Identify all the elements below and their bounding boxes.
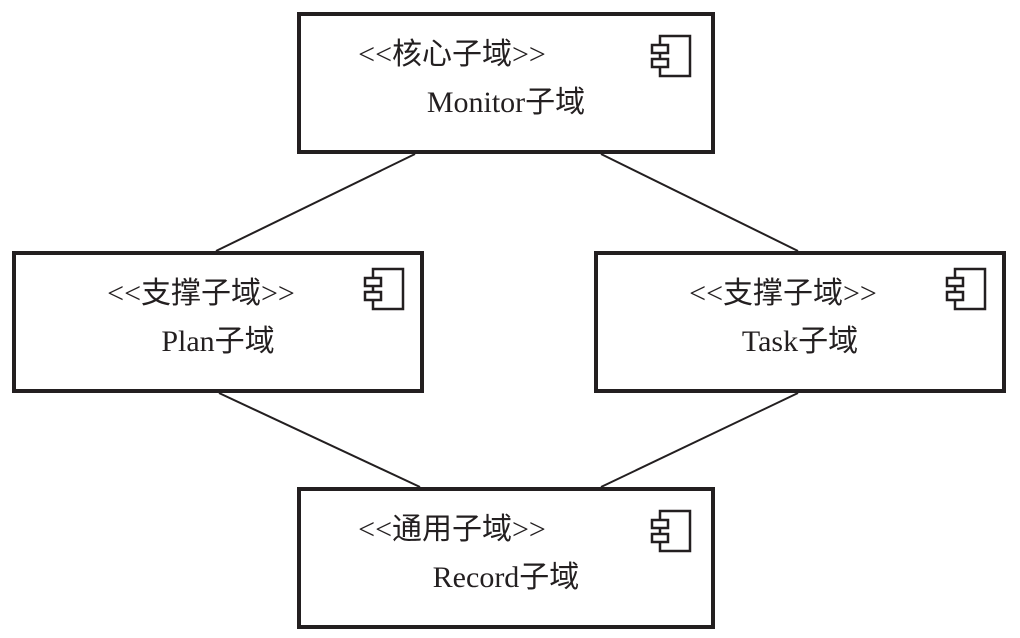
component-name: Task子域 — [741, 325, 859, 358]
stereotype-label: <<支撑子域>> — [107, 277, 295, 310]
edge-plan-record — [218, 392, 421, 488]
edge-monitor-plan — [215, 153, 416, 252]
component-name: Monitor子域 — [426, 86, 586, 119]
component-icon — [650, 509, 692, 553]
component-record[interactable]: <<通用子域>> Record子域 — [297, 487, 715, 629]
component-name: Plan子域 — [161, 325, 275, 358]
edge-task-record — [600, 392, 799, 488]
component-name: Record子域 — [432, 561, 580, 594]
component-icon — [363, 267, 405, 311]
component-icon — [945, 267, 987, 311]
component-plan[interactable]: <<支撑子域>> Plan子域 — [12, 251, 424, 393]
stereotype-label: <<通用子域>> — [358, 513, 546, 546]
stereotype-label: <<支撑子域>> — [689, 277, 877, 310]
component-task[interactable]: <<支撑子域>> Task子域 — [594, 251, 1006, 393]
component-monitor[interactable]: <<核心子域>> Monitor子域 — [297, 12, 715, 154]
edge-monitor-task — [600, 153, 799, 252]
component-icon — [650, 34, 692, 78]
stereotype-label: <<核心子域>> — [358, 38, 546, 71]
